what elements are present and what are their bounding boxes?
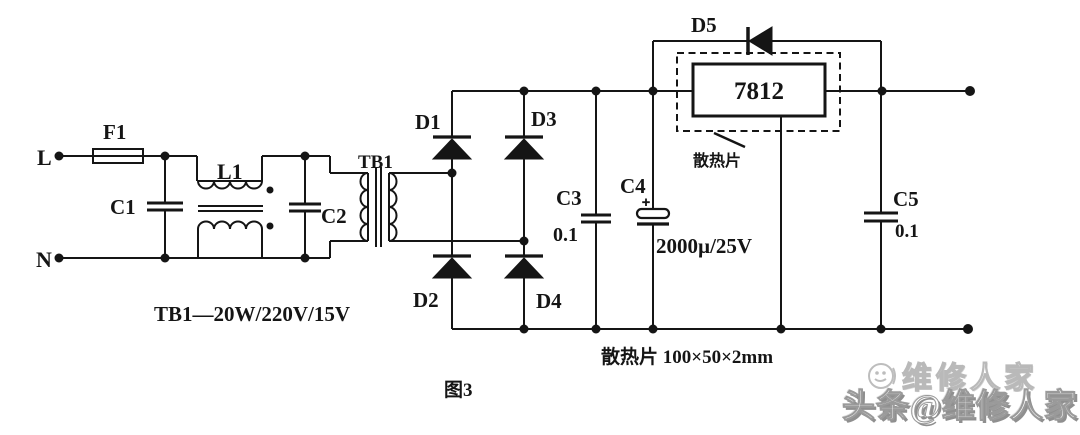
c4-polarity-plus [642, 198, 650, 206]
output-positive-terminal-dot [965, 86, 975, 96]
d3-label: D3 [531, 107, 557, 131]
wire-neutral-line [59, 229, 368, 259]
c5-label: C5 [893, 187, 919, 211]
c5-plates [864, 211, 898, 223]
diode-d5-symbol [746, 26, 773, 56]
heatsink-note: 散热片 [693, 151, 741, 170]
choke-phase-dot-bottom [266, 222, 274, 230]
l1-bottom-winding [197, 220, 263, 230]
c2-plates [289, 202, 321, 213]
tb1-secondary-winding [388, 172, 398, 242]
junction-dots [54, 86, 975, 334]
diodes [431, 26, 773, 279]
heatsink-spec: 散热片 100×50×2mm [601, 345, 773, 368]
d4-label: D4 [536, 289, 562, 313]
diode-d1-symbol [431, 135, 473, 160]
d5-label: D5 [691, 13, 717, 37]
tb1-core-lines [375, 167, 382, 247]
transformer-tb1-symbol [359, 167, 398, 247]
d2-label: D2 [413, 288, 439, 312]
c3-label: C3 [556, 186, 582, 210]
heatsink-pointer-line [713, 131, 746, 149]
c3-value: 0.1 [553, 224, 578, 246]
d1-label: D1 [415, 110, 441, 134]
choke-phase-dot-top [266, 186, 274, 194]
fuse-symbol [92, 148, 144, 164]
c1-label: C1 [110, 195, 136, 219]
output-negative-terminal-dot [963, 324, 973, 334]
choke-l1-symbol [197, 180, 263, 230]
neutral-terminal-dot [54, 253, 64, 263]
c2-label: C2 [321, 204, 347, 228]
c4-electrolytic-symbol [635, 198, 671, 226]
diode-d4-symbol [503, 254, 545, 279]
fuse-label: F1 [103, 120, 126, 144]
diode-d3-symbol [503, 135, 545, 160]
neutral-terminal-label: N [36, 247, 52, 272]
c4-value: 2000µ/25V [656, 234, 752, 258]
l1-core-lines [198, 205, 263, 212]
live-terminal-label: L [37, 145, 52, 170]
capacitor-plates [147, 201, 898, 224]
c1-plates [147, 201, 183, 212]
regulator-label: 7812 [734, 78, 784, 105]
labels: L N F1 C1 L1 C2 TB1 D1 D2 D3 D4 D5 C3 0.… [36, 13, 919, 401]
heatsink-dashed-outline [676, 52, 841, 132]
transformer-spec: TB1—20W/220V/15V [154, 302, 350, 326]
c4-label: C4 [620, 174, 646, 198]
choke-label: L1 [217, 159, 243, 184]
figure-caption: 图3 [444, 379, 473, 401]
diode-d2-symbol [431, 254, 473, 279]
tb1-primary-winding [359, 172, 369, 242]
c5-value: 0.1 [895, 221, 919, 242]
live-terminal-dot [54, 151, 64, 161]
wires [59, 40, 970, 330]
l1-top-winding [197, 180, 263, 190]
c3-plates [581, 213, 611, 224]
regulator-7812-symbol: 7812 [676, 52, 841, 149]
transformer-label: TB1 [358, 152, 393, 173]
